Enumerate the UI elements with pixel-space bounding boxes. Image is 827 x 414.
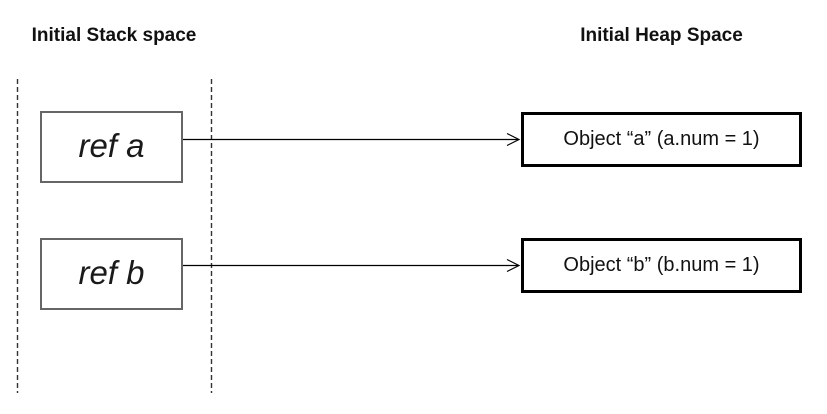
arrow-ref-b-head-icon bbox=[506, 258, 521, 273]
arrow-ref-a-head-icon bbox=[506, 132, 521, 147]
heap-object-b-box: Object “b” (b.num = 1) bbox=[521, 238, 802, 293]
arrow-ref-b-to-object-b bbox=[183, 258, 521, 273]
arrow-ref-a-to-object-a bbox=[183, 132, 521, 147]
stack-ref-a-box: ref a bbox=[40, 111, 183, 183]
ref-b-label: ref b bbox=[78, 253, 145, 291]
heap-object-b-label: Object “b” (b.num = 1) bbox=[563, 254, 760, 276]
heap-object-a-label: Object “a” (a.num = 1) bbox=[563, 128, 760, 150]
heap-space-title: Initial Heap Space bbox=[580, 25, 743, 46]
heap-object-a-box: Object “a” (a.num = 1) bbox=[521, 112, 802, 167]
stack-space-title: Initial Stack space bbox=[31, 25, 197, 46]
ref-a-label: ref a bbox=[78, 126, 145, 164]
stack-ref-b-box: ref b bbox=[40, 238, 183, 310]
